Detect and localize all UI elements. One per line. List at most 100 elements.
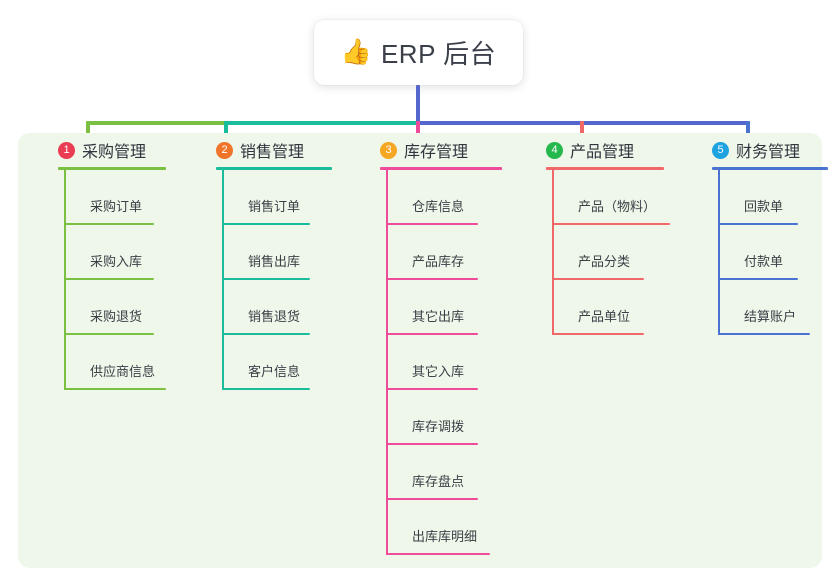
root-node-card[interactable]: 👍 ERP 后台 <box>314 20 523 85</box>
branch-item-underline <box>222 223 310 225</box>
branch-header-underline <box>546 167 664 170</box>
branch-spine <box>386 170 388 555</box>
branch-item[interactable]: 产品库存 <box>386 225 502 280</box>
branch-item[interactable]: 其它出库 <box>386 280 502 335</box>
branch-item[interactable]: 产品单位 <box>552 280 664 335</box>
branch-item-list: 销售订单销售出库销售退货客户信息 <box>222 170 332 390</box>
branch-spine <box>552 170 554 335</box>
branch-item-label: 结算账户 <box>744 309 797 324</box>
branch-title: 销售管理 <box>240 144 305 161</box>
branch-item-underline <box>386 223 478 225</box>
branch-item-underline <box>64 388 166 390</box>
branch-item-label: 出库库明细 <box>412 529 478 544</box>
branch-item[interactable]: 产品分类 <box>552 225 664 280</box>
branch-title: 产品管理 <box>570 144 635 161</box>
connector-horizontal-segment <box>226 121 418 125</box>
branch-item-underline <box>386 278 478 280</box>
branch-item-list: 回款单付款单结算账户 <box>718 170 828 335</box>
branch-item-label: 库存调拨 <box>412 419 465 434</box>
branch-item[interactable]: 销售退货 <box>222 280 332 335</box>
branch-column-3: 3 库存管理仓库信息产品库存其它出库其它入库库存调拨库存盘点出库库明细 <box>360 133 502 555</box>
branch-header-4[interactable]: 4 产品管理 <box>526 133 664 167</box>
branch-item[interactable]: 销售订单 <box>222 170 332 225</box>
branch-item-label: 付款单 <box>744 254 784 269</box>
branch-column-2: 2 销售管理销售订单销售出库销售退货客户信息 <box>196 133 332 390</box>
branch-spine <box>718 170 720 335</box>
branch-item-underline <box>222 388 310 390</box>
branch-item-label: 产品分类 <box>578 254 631 269</box>
branch-item[interactable]: 结算账户 <box>718 280 828 335</box>
branch-item-label: 回款单 <box>744 199 784 214</box>
connector-horizontal-segment <box>86 121 228 125</box>
branch-item[interactable]: 出库库明细 <box>386 500 502 555</box>
branch-item-label: 客户信息 <box>248 364 301 379</box>
branch-item[interactable]: 付款单 <box>718 225 828 280</box>
branch-header-2[interactable]: 2 销售管理 <box>196 133 332 167</box>
branch-item-label: 销售订单 <box>248 199 301 214</box>
branch-header-underline <box>380 167 502 170</box>
branch-item-underline <box>718 278 798 280</box>
branch-item-underline <box>552 223 670 225</box>
branch-item[interactable]: 仓库信息 <box>386 170 502 225</box>
branch-item-list: 采购订单采购入库采购退货供应商信息 <box>64 170 166 390</box>
branch-spine <box>64 170 66 390</box>
branch-header-underline <box>216 167 332 170</box>
branch-item-underline <box>222 278 310 280</box>
branch-item-underline <box>64 278 154 280</box>
branch-item[interactable]: 采购退货 <box>64 280 166 335</box>
root-connector-stem <box>416 85 420 124</box>
branch-item-underline <box>386 443 478 445</box>
branch-item-underline <box>386 498 478 500</box>
thumbs-up-icon: 👍 <box>340 38 372 66</box>
branch-header-1[interactable]: 1 采购管理 <box>38 133 166 167</box>
branch-item-list: 产品（物料） 产品分类产品单位 <box>552 170 670 335</box>
branch-column-4: 4 产品管理产品（物料） 产品分类产品单位 <box>526 133 670 335</box>
branch-item-label: 采购退货 <box>90 309 143 324</box>
branch-item-underline <box>718 333 810 335</box>
branch-item-list: 仓库信息产品库存其它出库其它入库库存调拨库存盘点出库库明细 <box>386 170 502 555</box>
branch-header-3[interactable]: 3 库存管理 <box>360 133 502 167</box>
branch-item[interactable]: 回款单 <box>718 170 828 225</box>
branch-header-underline <box>58 167 166 170</box>
branch-item-underline <box>552 333 644 335</box>
branch-item-underline <box>64 333 154 335</box>
branch-item[interactable]: 供应商信息 <box>64 335 166 390</box>
branch-item-underline <box>222 333 310 335</box>
branch-item-underline <box>718 223 798 225</box>
branch-index-badge: 5 <box>712 141 729 159</box>
branch-item-label: 采购订单 <box>90 199 143 214</box>
branch-item-underline <box>386 553 490 555</box>
branch-item[interactable]: 采购入库 <box>64 225 166 280</box>
branch-item-underline <box>386 388 478 390</box>
branch-index-badge: 3 <box>380 141 397 159</box>
branch-item-label: 采购入库 <box>90 254 143 269</box>
branch-item[interactable]: 销售出库 <box>222 225 332 280</box>
branch-title: 库存管理 <box>404 144 469 161</box>
branch-item-underline <box>64 223 154 225</box>
branch-item-underline <box>386 333 478 335</box>
branch-spine <box>222 170 224 390</box>
branch-item[interactable]: 其它入库 <box>386 335 502 390</box>
branch-item-label: 销售出库 <box>248 254 301 269</box>
branch-item[interactable]: 产品（物料） <box>552 170 670 225</box>
branch-header-underline <box>712 167 828 170</box>
branch-item[interactable]: 客户信息 <box>222 335 332 390</box>
branch-title: 采购管理 <box>82 144 147 161</box>
branch-item-label: 产品（物料） <box>578 199 657 214</box>
branch-item-label: 产品库存 <box>412 254 465 269</box>
branch-board: 1 采购管理采购订单采购入库采购退货供应商信息 2 销售管理销售订单销售出库销售退货客… <box>18 133 828 568</box>
branch-item-underline <box>552 278 644 280</box>
branch-index-badge: 4 <box>546 141 563 159</box>
branch-header-5[interactable]: 5 财务管理 <box>692 133 828 167</box>
branch-title: 财务管理 <box>736 144 801 161</box>
branch-item-label: 仓库信息 <box>412 199 465 214</box>
page-title: ERP 后台 <box>380 39 497 69</box>
branch-item[interactable]: 库存盘点 <box>386 445 502 500</box>
branch-item[interactable]: 库存调拨 <box>386 390 502 445</box>
branch-item-label: 产品单位 <box>578 309 631 324</box>
branch-index-badge: 2 <box>216 141 233 159</box>
branch-index-badge: 1 <box>58 141 75 159</box>
branch-column-1: 1 采购管理采购订单采购入库采购退货供应商信息 <box>38 133 166 390</box>
branch-item[interactable]: 采购订单 <box>64 170 166 225</box>
